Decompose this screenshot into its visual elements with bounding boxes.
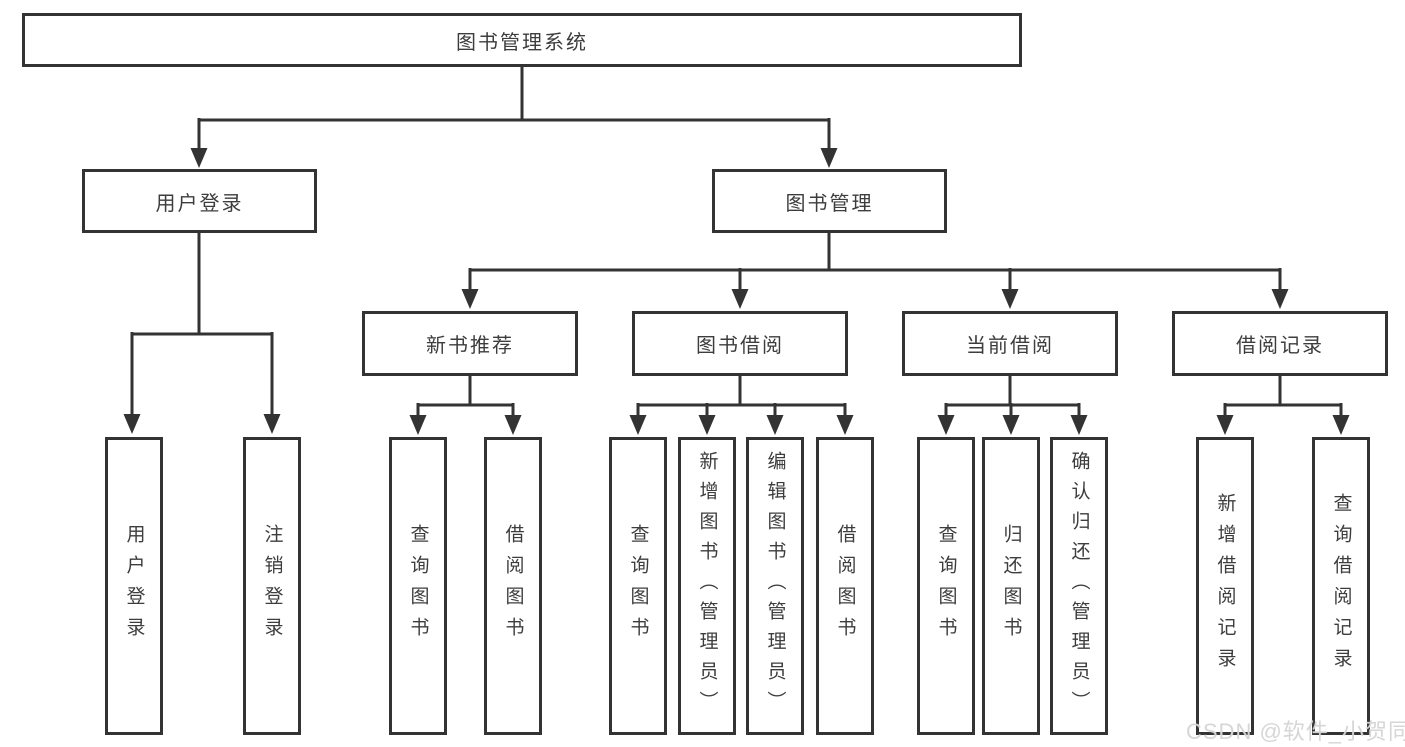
leaf-label: 借阅图书	[502, 524, 524, 648]
node-root-system: 图书管理系统	[22, 13, 1022, 67]
leaf-label: 新增图书（管理员）	[696, 451, 718, 721]
node-borrow-records: 借阅记录	[1172, 311, 1388, 376]
leaf-confirm-return-admin: 确认归还（管理员）	[1050, 437, 1108, 735]
leaf-query-books-recommend: 查询图书	[389, 437, 447, 735]
leaf-query-books-borrow: 查询图书	[609, 437, 667, 735]
leaf-edit-books-admin: 编辑图书（管理员）	[746, 437, 804, 735]
node-current-borrow: 当前借阅	[902, 311, 1118, 376]
leaf-label: 确认归还（管理员）	[1068, 451, 1090, 721]
leaf-label: 查询图书	[407, 524, 429, 648]
leaf-borrow-books: 借阅图书	[816, 437, 874, 735]
csdn-watermark: CSDN @软件_小贺同学	[1186, 719, 1405, 744]
node-book-management: 图书管理	[712, 169, 947, 233]
leaf-add-books-admin: 新增图书（管理员）	[678, 437, 736, 735]
leaf-label: 查询图书	[627, 524, 649, 648]
leaf-label: 新增借阅记录	[1214, 493, 1236, 679]
leaf-return-books: 归还图书	[982, 437, 1040, 735]
leaf-label: 归还图书	[1000, 524, 1022, 648]
leaf-query-borrow-record: 查询借阅记录	[1312, 437, 1370, 735]
node-new-book-recommend: 新书推荐	[362, 311, 578, 376]
leaf-label: 借阅图书	[834, 524, 856, 648]
leaf-borrow-books-recommend: 借阅图书	[484, 437, 542, 735]
leaf-label: 查询图书	[935, 524, 957, 648]
leaf-user-login: 用户登录	[105, 437, 163, 735]
leaf-label: 查询借阅记录	[1330, 493, 1352, 679]
leaf-logout: 注销登录	[243, 437, 301, 735]
leaf-label: 注销登录	[261, 524, 283, 648]
node-book-borrow: 图书借阅	[632, 311, 848, 376]
node-user-login: 用户登录	[82, 169, 317, 233]
leaf-add-borrow-record: 新增借阅记录	[1196, 437, 1254, 735]
leaf-label: 用户登录	[123, 524, 145, 648]
leaf-label: 编辑图书（管理员）	[764, 451, 786, 721]
leaf-query-books-current: 查询图书	[917, 437, 975, 735]
